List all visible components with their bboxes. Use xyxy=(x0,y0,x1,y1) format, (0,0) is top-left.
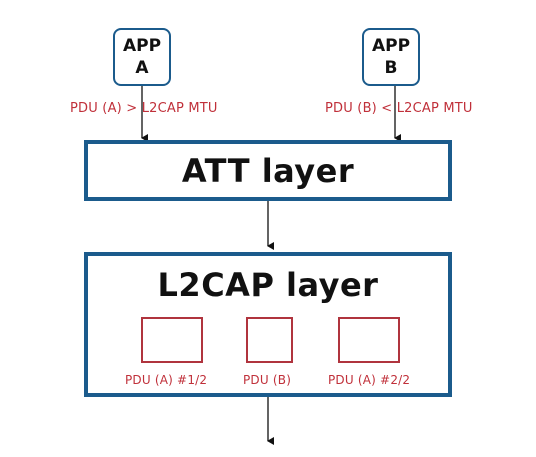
pdu-a-part1-label: PDU (A) #1/2 xyxy=(125,373,208,387)
att-layer-box: ATT layer xyxy=(84,140,452,201)
pdu-b-box xyxy=(246,317,293,363)
app-a-label-line1: APP xyxy=(122,36,162,56)
app-a-label-line2: A xyxy=(135,58,149,78)
app-a-box: APP A xyxy=(113,28,171,86)
pdu-a-part1-box xyxy=(141,317,203,363)
app-b-label-line1: APP xyxy=(371,36,411,56)
att-layer-title: ATT layer xyxy=(181,151,355,190)
app-b-label-line2: B xyxy=(384,58,398,78)
pdu-a-mtu-label: PDU (A) > L2CAP MTU xyxy=(70,101,218,116)
pdu-a-part2-label: PDU (A) #2/2 xyxy=(328,373,411,387)
l2cap-layer-title: L2CAP layer xyxy=(157,266,379,304)
app-b-box: APP B xyxy=(362,28,420,86)
pdu-a-part2-box xyxy=(338,317,400,363)
pdu-b-mtu-label: PDU (B) < L2CAP MTU xyxy=(325,101,473,116)
pdu-b-label: PDU (B) xyxy=(243,373,292,387)
